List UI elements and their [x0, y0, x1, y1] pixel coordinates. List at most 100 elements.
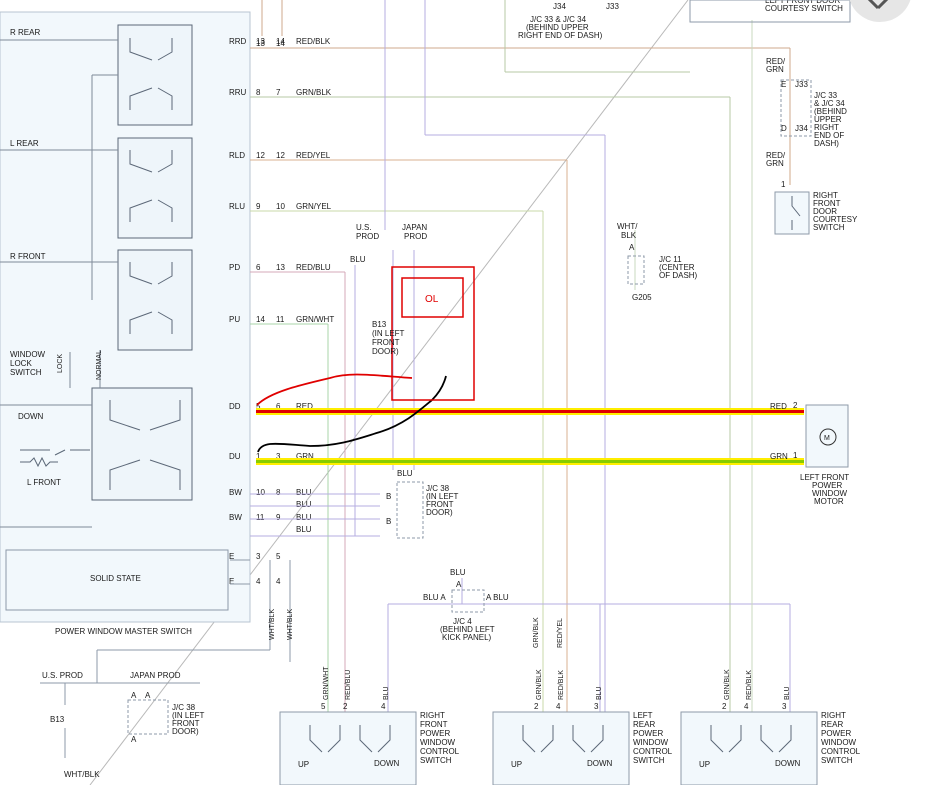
terminal-pin-b: 9	[276, 513, 281, 522]
terminal-pin-b: 3	[276, 452, 281, 461]
terminal-wire-label: GRN/YEL	[296, 202, 332, 211]
hand-drawn-red-line	[256, 373, 413, 406]
terminal-pin-a: 13	[256, 37, 265, 46]
switch-up-label: UP	[699, 760, 710, 769]
switch-wire-label: RED/BLK	[746, 670, 753, 700]
terminal-pin-a: 11	[256, 513, 265, 522]
diagonal-line	[89, 0, 689, 785]
terminal-wire-label: GRN/WHT	[296, 315, 334, 324]
terminal-pin-a: 4	[256, 577, 261, 586]
right-j34: J34	[795, 124, 808, 133]
top-j34: J34	[553, 2, 566, 11]
kick-a-blu-r: A BLU	[486, 593, 509, 602]
terminal-bw-label: BW	[229, 488, 242, 497]
terminal-wire-label: RED/BLU	[296, 263, 331, 272]
right-red-grn: RED/GRN	[766, 57, 786, 74]
terminal-pin-b: 7	[276, 88, 281, 97]
terminal-wire-label: RED	[296, 402, 313, 411]
label-l-rear: L REAR	[10, 139, 39, 148]
switch-wire-label: BLU	[596, 686, 603, 700]
terminal-rlu-label: RLU	[229, 202, 245, 211]
terminal-wire-label: GRN	[296, 452, 314, 461]
bl-wht-blk-v2: WHT/BLK	[287, 609, 294, 640]
hand-drawn-black-line	[257, 375, 447, 453]
switch-l-rear	[117, 137, 193, 239]
terminal-pin-a: 6	[256, 263, 261, 272]
switch-wire-label: GRN/BLK	[536, 669, 543, 700]
solid-state-box	[5, 549, 229, 611]
kick-connector	[451, 589, 485, 613]
right-pin1: 1	[781, 180, 786, 189]
terminal-wire-label: BLU	[296, 513, 312, 522]
terminal-pin-a: 14	[256, 315, 265, 324]
terminal-pin-a: 3	[256, 552, 261, 561]
bl-a2: A	[145, 691, 151, 700]
vwire-red-yel: RED/YEL	[557, 618, 564, 648]
terminal-pin-a: 1	[256, 452, 261, 461]
motor-symbol: M	[824, 435, 830, 442]
switch-wire-label: BLU	[383, 686, 390, 700]
switch-pin-label: 5	[321, 702, 326, 711]
terminal-pin-b: 8	[276, 488, 281, 497]
top-pin-14: 14	[276, 39, 285, 48]
switch-wire-label: RED/BLK	[558, 670, 565, 700]
terminal-wire-label: RED/BLK	[296, 37, 331, 46]
switch-up-label: UP	[511, 760, 522, 769]
blu-label: BLU	[350, 255, 366, 264]
terminal-pin-a: 5	[256, 402, 261, 411]
terminal-e-label: E	[229, 577, 234, 586]
jc38-blu: BLU	[397, 469, 413, 478]
terminal-rrd-label: RRD	[229, 37, 247, 46]
highlight-red-wire	[256, 408, 804, 415]
switch-pin-label: 2	[534, 702, 539, 711]
label-l-front: L FRONT	[27, 478, 61, 487]
switch-pin-label: 2	[722, 702, 727, 711]
close-icon[interactable]	[848, 0, 912, 22]
top-j33: J33	[606, 2, 619, 11]
terminal-rld-label: RLD	[229, 151, 245, 160]
switch-r-rear	[117, 24, 193, 126]
jc11-wht-blk: WHT/BLK	[617, 222, 638, 240]
bl-b13: B13	[50, 715, 65, 724]
label-r-rear: R REAR	[10, 28, 40, 37]
bl-wht-blk-v1: WHT/BLK	[269, 609, 276, 640]
terminal-pin-a: 12	[256, 151, 265, 160]
switch-down-label: DOWN	[587, 759, 613, 768]
terminal-pd-label: PD	[229, 263, 240, 272]
bl-us-prod: U.S. PROD	[42, 671, 83, 680]
switch-wire-label: BLU	[784, 686, 791, 700]
terminal-wire-label: BLU	[296, 488, 312, 497]
terminal-pu-label: PU	[229, 315, 240, 324]
terminal-rru-label: RRU	[229, 88, 247, 97]
label-down: DOWN	[18, 412, 44, 421]
jc11-a: A	[629, 243, 635, 252]
bl-japan-prod: JAPAN PROD	[130, 671, 181, 680]
g205-label: G205	[632, 293, 652, 302]
close-button[interactable]	[848, 0, 912, 22]
terminal-pin-b: 5	[276, 552, 281, 561]
kick-blu: BLU	[450, 568, 466, 577]
switch-pin-label: 4	[556, 702, 561, 711]
terminal-pin-b: 13	[276, 263, 285, 272]
jc38-b2: B	[386, 517, 391, 526]
switch-down-label: DOWN	[775, 759, 801, 768]
terminal-bw-label: BW	[229, 513, 242, 522]
terminal-e-label: E	[229, 552, 234, 561]
terminal-pin-a: 9	[256, 202, 261, 211]
right-grn-out: GRN	[770, 452, 788, 461]
right-j33: J33	[795, 80, 808, 89]
switch-pin-label: 3	[782, 702, 787, 711]
switch-pin-label: 4	[744, 702, 749, 711]
terminal-wire-label: BLU	[296, 500, 312, 509]
